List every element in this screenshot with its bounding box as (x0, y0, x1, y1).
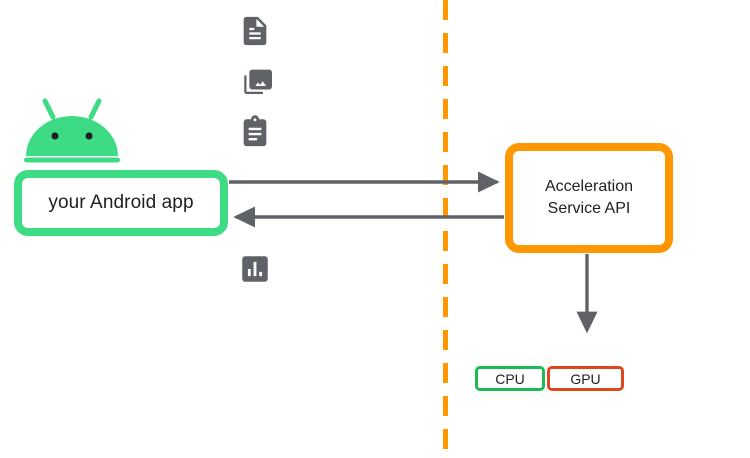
backend-chip-gpu-label: GPU (570, 370, 601, 387)
backend-chip-cpu[interactable]: CPU (475, 366, 545, 391)
android-robot-logo (22, 98, 122, 164)
client-app-label: your Android app (48, 192, 194, 213)
document-icon (238, 14, 272, 48)
process-boundary-divider (443, 0, 448, 458)
backend-chip-cpu-label: CPU (495, 370, 525, 387)
client-app-box[interactable]: your Android app (14, 170, 228, 236)
bar-chart-icon (238, 252, 272, 286)
backend-chip-gpu[interactable]: GPU (547, 366, 624, 391)
service-label-line-2: Service API (547, 200, 631, 217)
clipboard-icon (238, 115, 272, 149)
service-label-line-1: Acceleration (544, 178, 634, 196)
photo-library-icon (238, 64, 272, 98)
acceleration-service-api-box[interactable]: Acceleration Service API (505, 143, 673, 253)
